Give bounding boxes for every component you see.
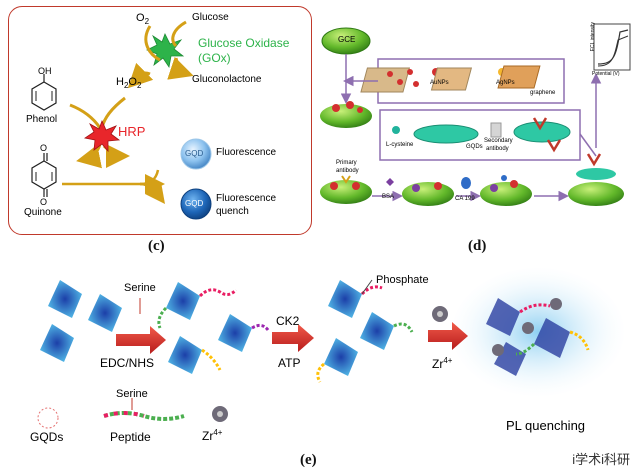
edc-nhs-arrow — [116, 326, 166, 354]
l-cysteine-label: L-cysteine — [386, 142, 414, 148]
edc-nhs-label: EDC/NHS — [100, 356, 155, 370]
fluorescence-quench-line2: quench — [216, 206, 249, 217]
ca199-molecule-icon — [461, 177, 471, 189]
gqd-sheet-icon — [413, 124, 479, 144]
gluconolactone-arrow — [167, 56, 194, 80]
phosphate-label: Phosphate — [376, 274, 429, 286]
serine-legend-label: Serine — [116, 388, 148, 400]
l-cysteine-icon — [392, 126, 400, 134]
gqds-label-d: GQDs — [466, 144, 483, 150]
electrode-antibody — [320, 175, 372, 204]
gqds-legend-label: GQDs — [30, 430, 64, 444]
legend-peptide-icon — [103, 411, 185, 421]
gqd-group-peptide — [157, 282, 270, 374]
panel-d-schematic — [320, 23, 631, 206]
secondary-antibody-line2: antibody — [486, 146, 509, 152]
electrode-ca199 — [480, 175, 532, 206]
gqd-aggregate — [486, 298, 590, 376]
branch-up-arrow — [139, 169, 160, 186]
secondary-antibody-line1: Secondary — [484, 138, 513, 144]
conjugate-down-arrow — [579, 133, 597, 157]
zr-arrow — [428, 322, 468, 350]
graphene-small-sheet — [430, 67, 473, 91]
watermark-text: i学术i科研 — [572, 452, 630, 467]
branch-down-arrow — [139, 182, 166, 204]
phosphate-pointer — [361, 279, 373, 295]
graphene-sheet-icon — [497, 65, 541, 89]
panel-e-schematic — [37, 268, 624, 429]
quinone-label: Quinone — [24, 207, 62, 218]
gqd-bright-icon — [180, 138, 212, 170]
quinone-structure-icon — [31, 153, 57, 197]
legend-zr-icon — [212, 406, 228, 422]
panel-c-label: (c) — [148, 238, 165, 254]
gox-label-line1: Glucose Oxidase — [198, 36, 290, 50]
gqd-group-initial — [40, 280, 122, 362]
fluorescence-label: Fluorescence — [216, 147, 277, 158]
panel-d-label: (d) — [468, 238, 487, 254]
glucose-label: Glucose — [192, 12, 229, 23]
gqd-quenched-icon — [180, 188, 212, 220]
zr-label: Zr4+ — [432, 356, 453, 371]
quenching-cloud — [452, 268, 624, 396]
ca199-label: CA 199 — [455, 196, 475, 202]
hrp-label: HRP — [118, 124, 146, 139]
panel-e-label: (e) — [300, 452, 317, 468]
gqd-group-phosphorylated — [316, 280, 414, 383]
h2o2-label: H2O2 — [116, 76, 142, 91]
conjugate-product-icon — [513, 117, 571, 153]
peptide-legend-label: Peptide — [110, 430, 151, 444]
ck2-label: CK2 — [276, 314, 300, 328]
h2o2-arrow — [127, 62, 154, 89]
gluconolactone-label: Gluconolactone — [192, 74, 262, 85]
secondary-antibody-icon — [490, 122, 502, 138]
phenol-label: Phenol — [26, 114, 58, 125]
primary-antibody-line2: antibody — [336, 168, 359, 174]
legend-gqd-icon — [37, 407, 59, 429]
electrode-modified-1 — [320, 101, 372, 128]
o2-label: O2 — [136, 12, 150, 27]
ecl-axis-label: ECL intensity — [590, 22, 596, 52]
h2o2-to-hrp-arrow — [69, 103, 102, 129]
bsa-label: BSA — [382, 194, 395, 200]
atp-label: ATP — [278, 356, 301, 370]
electrode-bsa — [402, 182, 454, 206]
agnps-label: AgNPs — [496, 80, 515, 86]
fluorescence-quench-line1: Fluorescence — [216, 193, 277, 204]
nanocomposite-icon — [360, 67, 419, 93]
phenol-structure-icon — [31, 74, 57, 111]
o2-arrow — [144, 25, 161, 62]
hrp-enzyme-icon — [83, 119, 121, 153]
glucose-arrow — [171, 20, 187, 48]
primary-antibody-line1: Primary — [336, 160, 357, 166]
gqd-bright-label: GQD — [185, 149, 204, 158]
potential-axis-label: Potential (V) — [592, 71, 620, 77]
quinone-o-bottom: O — [40, 197, 48, 207]
ck2-atp-arrow — [272, 324, 314, 352]
gce-label: GCE — [338, 35, 356, 44]
gqd-quenched-label: GQD — [185, 199, 204, 208]
pl-quenching-label: PL quenching — [506, 418, 586, 433]
zr-legend-label: Zr4+ — [202, 428, 223, 443]
quinone-o-top: O — [40, 143, 48, 153]
gox-label-line2: (GOx) — [198, 51, 231, 65]
serine-top-label: Serine — [124, 282, 156, 294]
bsa-molecule-icon — [386, 178, 394, 186]
graphene-label: graphene — [530, 90, 556, 96]
oh-label: OH — [38, 66, 52, 76]
ecl-curve-inset — [593, 23, 631, 71]
aunps-label: AuNPs — [430, 80, 449, 86]
zr-ion-icon — [432, 306, 448, 322]
electrode-final — [568, 153, 624, 206]
